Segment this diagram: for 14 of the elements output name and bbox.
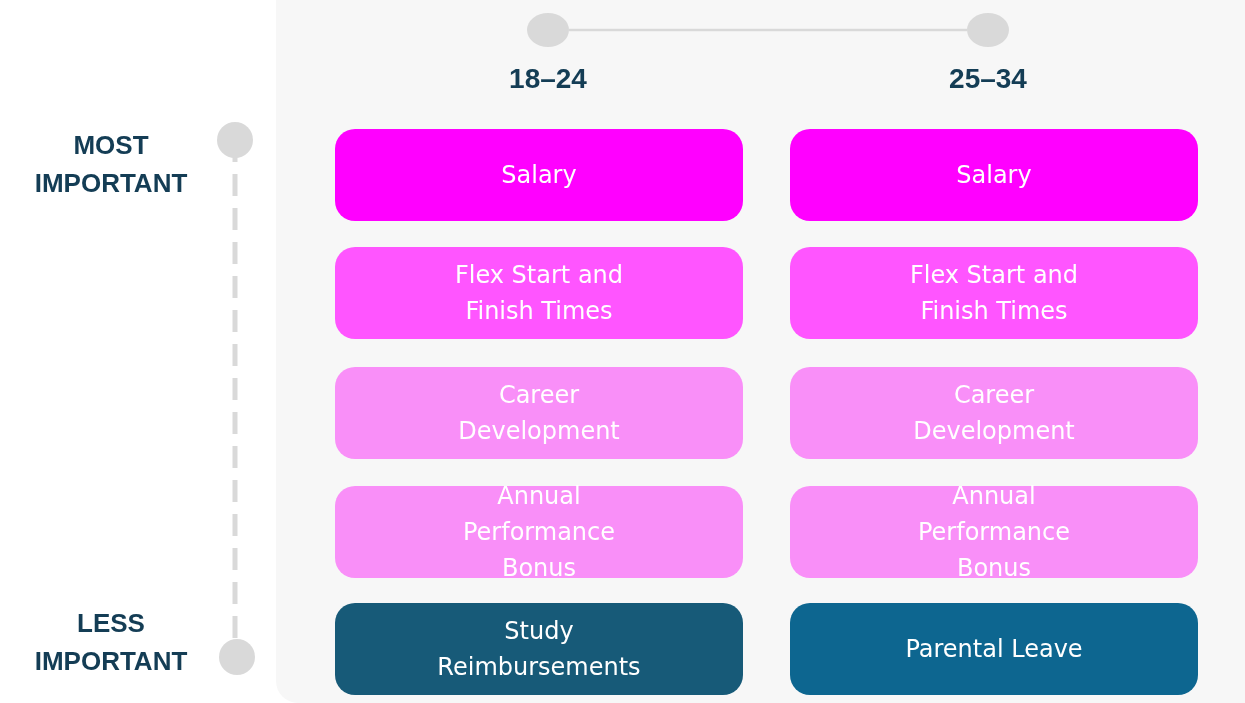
rank-box: Career Development — [790, 367, 1198, 459]
rank-box: Annual Performance Bonus — [335, 486, 743, 578]
rank-box: Salary — [790, 129, 1198, 221]
rank-box: Parental Leave — [790, 603, 1198, 695]
rank-box: Flex Start and Finish Times — [335, 247, 743, 339]
axis-label: LESS IMPORTANT — [33, 607, 189, 678]
column-header: 18–24 — [508, 62, 588, 96]
rank-box: Flex Start and Finish Times — [790, 247, 1198, 339]
rank-box: Salary — [335, 129, 743, 221]
axis-label: MOST IMPORTANT — [33, 129, 189, 200]
rank-box: Career Development — [335, 367, 743, 459]
rank-box: Study Reimbursements — [335, 603, 743, 695]
rank-box: Annual Performance Bonus — [790, 486, 1198, 578]
column-header: 25–34 — [948, 62, 1028, 96]
